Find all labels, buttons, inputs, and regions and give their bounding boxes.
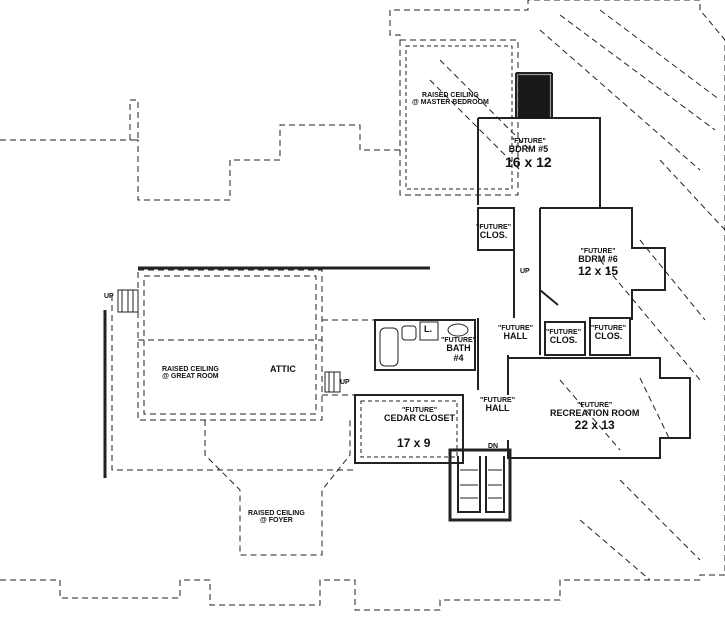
recreation-walls	[507, 357, 691, 459]
clos-right-walls	[589, 317, 631, 356]
bdrm5-label: "FUTURE" BDRM #5 16 x 12	[505, 138, 552, 170]
clos-top-walls	[477, 207, 515, 251]
great-room-ceiling	[137, 269, 323, 421]
bath4-label: "FUTURE" BATH #4	[441, 337, 477, 363]
attic-label: ATTIC	[270, 364, 296, 374]
stair-up-attic-label: UP	[340, 379, 350, 386]
recreation-label: "FUTURE" RECREATION ROOM 22 x 13	[550, 402, 640, 432]
stair-main	[448, 448, 512, 522]
master-ceiling-label: RAISED CEILING @ MASTER BEDROOM	[412, 92, 489, 107]
cedar-closet-walls	[354, 394, 464, 464]
hall-lower-label: "FUTURE" HALL	[480, 397, 516, 414]
stair-dn-label: DN	[488, 443, 499, 450]
cedar-closet-size: 17 x 9	[397, 436, 431, 450]
foyer-ceiling-label: RAISED CEILING @ FOYER	[248, 510, 305, 525]
bdrm6-label: "FUTURE" BDRM #6 12 x 15	[578, 248, 619, 278]
foyer-ceiling	[204, 420, 351, 556]
hall-upper-label: "FUTURE" HALL	[498, 325, 534, 342]
clos-right-label: "FUTURE" CLOS.	[591, 325, 627, 342]
clos-mid-label: "FUTURE" CLOS.	[546, 329, 582, 346]
cedar-closet-label: "FUTURE" CEDAR CLOSET	[384, 407, 456, 424]
great-room-ceiling-label: RAISED CEILING @ GREAT ROOM	[162, 366, 219, 381]
clos-mid-walls	[544, 321, 586, 356]
bath-walls	[374, 319, 476, 371]
bdrm5-walls	[477, 72, 601, 209]
stair-up-hall-label: UP	[520, 268, 530, 275]
clos-top-label: "FUTURE" CLOS.	[476, 224, 512, 241]
stair-up-left-label: UP	[104, 293, 114, 300]
linen-label: L.	[424, 324, 432, 334]
